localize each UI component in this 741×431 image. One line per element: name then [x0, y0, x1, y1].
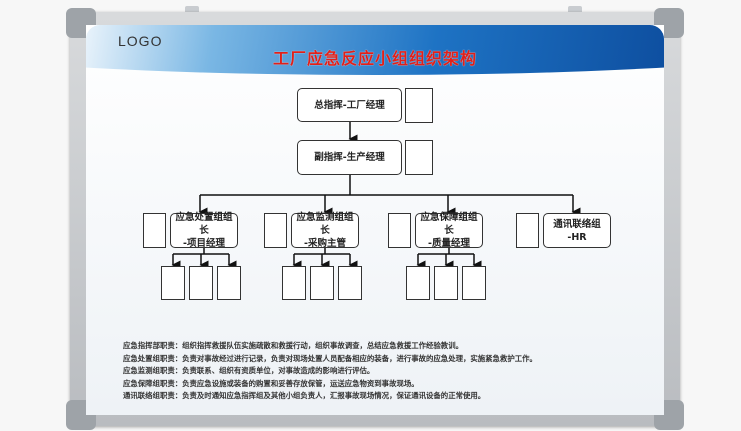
member-placeholder — [282, 266, 306, 300]
photo-placeholder — [264, 213, 287, 248]
duty-line: 应急处置组职责：负责对事故经过进行记录，负责对现场处置人员配备相应的装备，进行事… — [123, 353, 537, 363]
node-commander: 总指挥-工厂经理 — [297, 88, 402, 122]
member-placeholder — [161, 266, 185, 300]
member-placeholder — [217, 266, 241, 300]
group-label: 应急监测组组长 — [296, 212, 354, 236]
member-placeholder — [310, 266, 334, 300]
photo-placeholder — [143, 213, 166, 248]
member-placeholder — [462, 266, 486, 300]
photo-placeholder — [516, 213, 539, 248]
node-group: 应急处置组组长 -项目经理 — [170, 212, 238, 249]
group-label: -HR — [567, 231, 587, 243]
member-placeholder — [434, 266, 458, 300]
board-clip — [568, 6, 582, 16]
duty-line: 通讯联络组职责：负责及时通知应急指挥组及其他小组负责人，汇报事故现场情况，保证通… — [123, 391, 486, 400]
photo-placeholder — [388, 213, 411, 248]
board-clip — [185, 6, 199, 16]
member-placeholder — [189, 266, 213, 300]
node-deputy: 副指挥-生产经理 — [297, 140, 402, 175]
duty-line: 应急指挥部职责：组织指挥救援队伍实施疏散和救援行动，组织事故调查，总结应急救援工… — [123, 341, 463, 350]
member-placeholder — [338, 266, 362, 300]
node-group: 通讯联络组-HR — [543, 213, 611, 248]
header-banner — [86, 25, 664, 75]
duties-text: 应急指挥部职责：组织指挥救援队伍实施疏散和救援行动，组织事故调查，总结应急救援工… — [123, 340, 537, 403]
duty-line: 应急监测组职责：负责联系、组织有资质单位，对事故造成的影响进行评估。 — [123, 366, 375, 375]
group-label: -项目经理 — [183, 238, 225, 249]
group-label: 应急保障组组长 — [420, 212, 478, 236]
photo-placeholder — [405, 88, 433, 123]
logo: LOGO — [118, 33, 163, 49]
group-label: -质量经理 — [428, 238, 470, 249]
duty-line: 应急保障组职责：负责应急设施或装备的购置和妥善存放保管，运送应急物资到事故现场。 — [123, 378, 419, 388]
chart-title: 工厂应急反应小组组织架构 — [272, 49, 477, 68]
group-label: 应急处置组组长 — [175, 212, 233, 236]
group-label: 通讯联络组 — [553, 218, 601, 230]
member-placeholder — [406, 266, 430, 300]
node-group: 应急监测组组长 -采购主管 — [291, 212, 359, 249]
group-label: -采购主管 — [304, 238, 346, 249]
photo-placeholder — [405, 140, 433, 175]
node-group: 应急保障组组长 -质量经理 — [415, 212, 483, 249]
